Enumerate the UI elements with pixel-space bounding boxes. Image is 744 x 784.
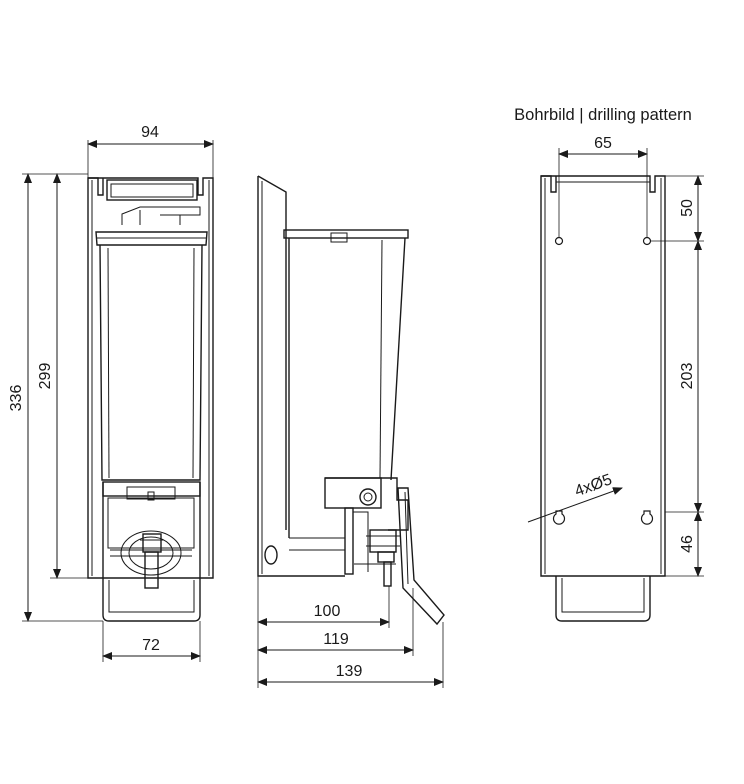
drilling-pattern-view <box>540 175 666 622</box>
dim-depth-139: 139 <box>336 663 363 680</box>
keyhole-bottom-left <box>552 510 566 525</box>
dim-depth-100: 100 <box>314 603 341 620</box>
dim-holes-4x5: 4xØ5 <box>573 471 615 500</box>
front-dimensions: 94 336 299 72 <box>8 124 214 662</box>
dim-width-94: 94 <box>141 124 159 141</box>
dim-top-offset-50: 50 <box>679 199 696 217</box>
dim-width-72: 72 <box>142 637 160 654</box>
drilling-dimensions: 65 50 203 46 4xØ5 <box>527 135 704 577</box>
drilling-pattern-title: Bohrbild | drilling pattern <box>514 106 692 124</box>
dim-bottom-offset-46: 46 <box>679 535 696 553</box>
hole-top-left <box>554 236 564 246</box>
front-view <box>87 177 214 622</box>
hole-top-right <box>642 236 652 246</box>
keyhole-bottom-right <box>640 510 654 525</box>
dim-depth-119: 119 <box>323 631 349 648</box>
side-dimensions: 100 119 139 <box>257 576 444 688</box>
side-view <box>257 175 445 626</box>
dim-hole-spacing-65: 65 <box>594 135 612 152</box>
dim-height-336: 336 <box>8 385 25 412</box>
dim-height-299: 299 <box>37 363 54 390</box>
dim-hole-spacing-203: 203 <box>679 363 696 390</box>
